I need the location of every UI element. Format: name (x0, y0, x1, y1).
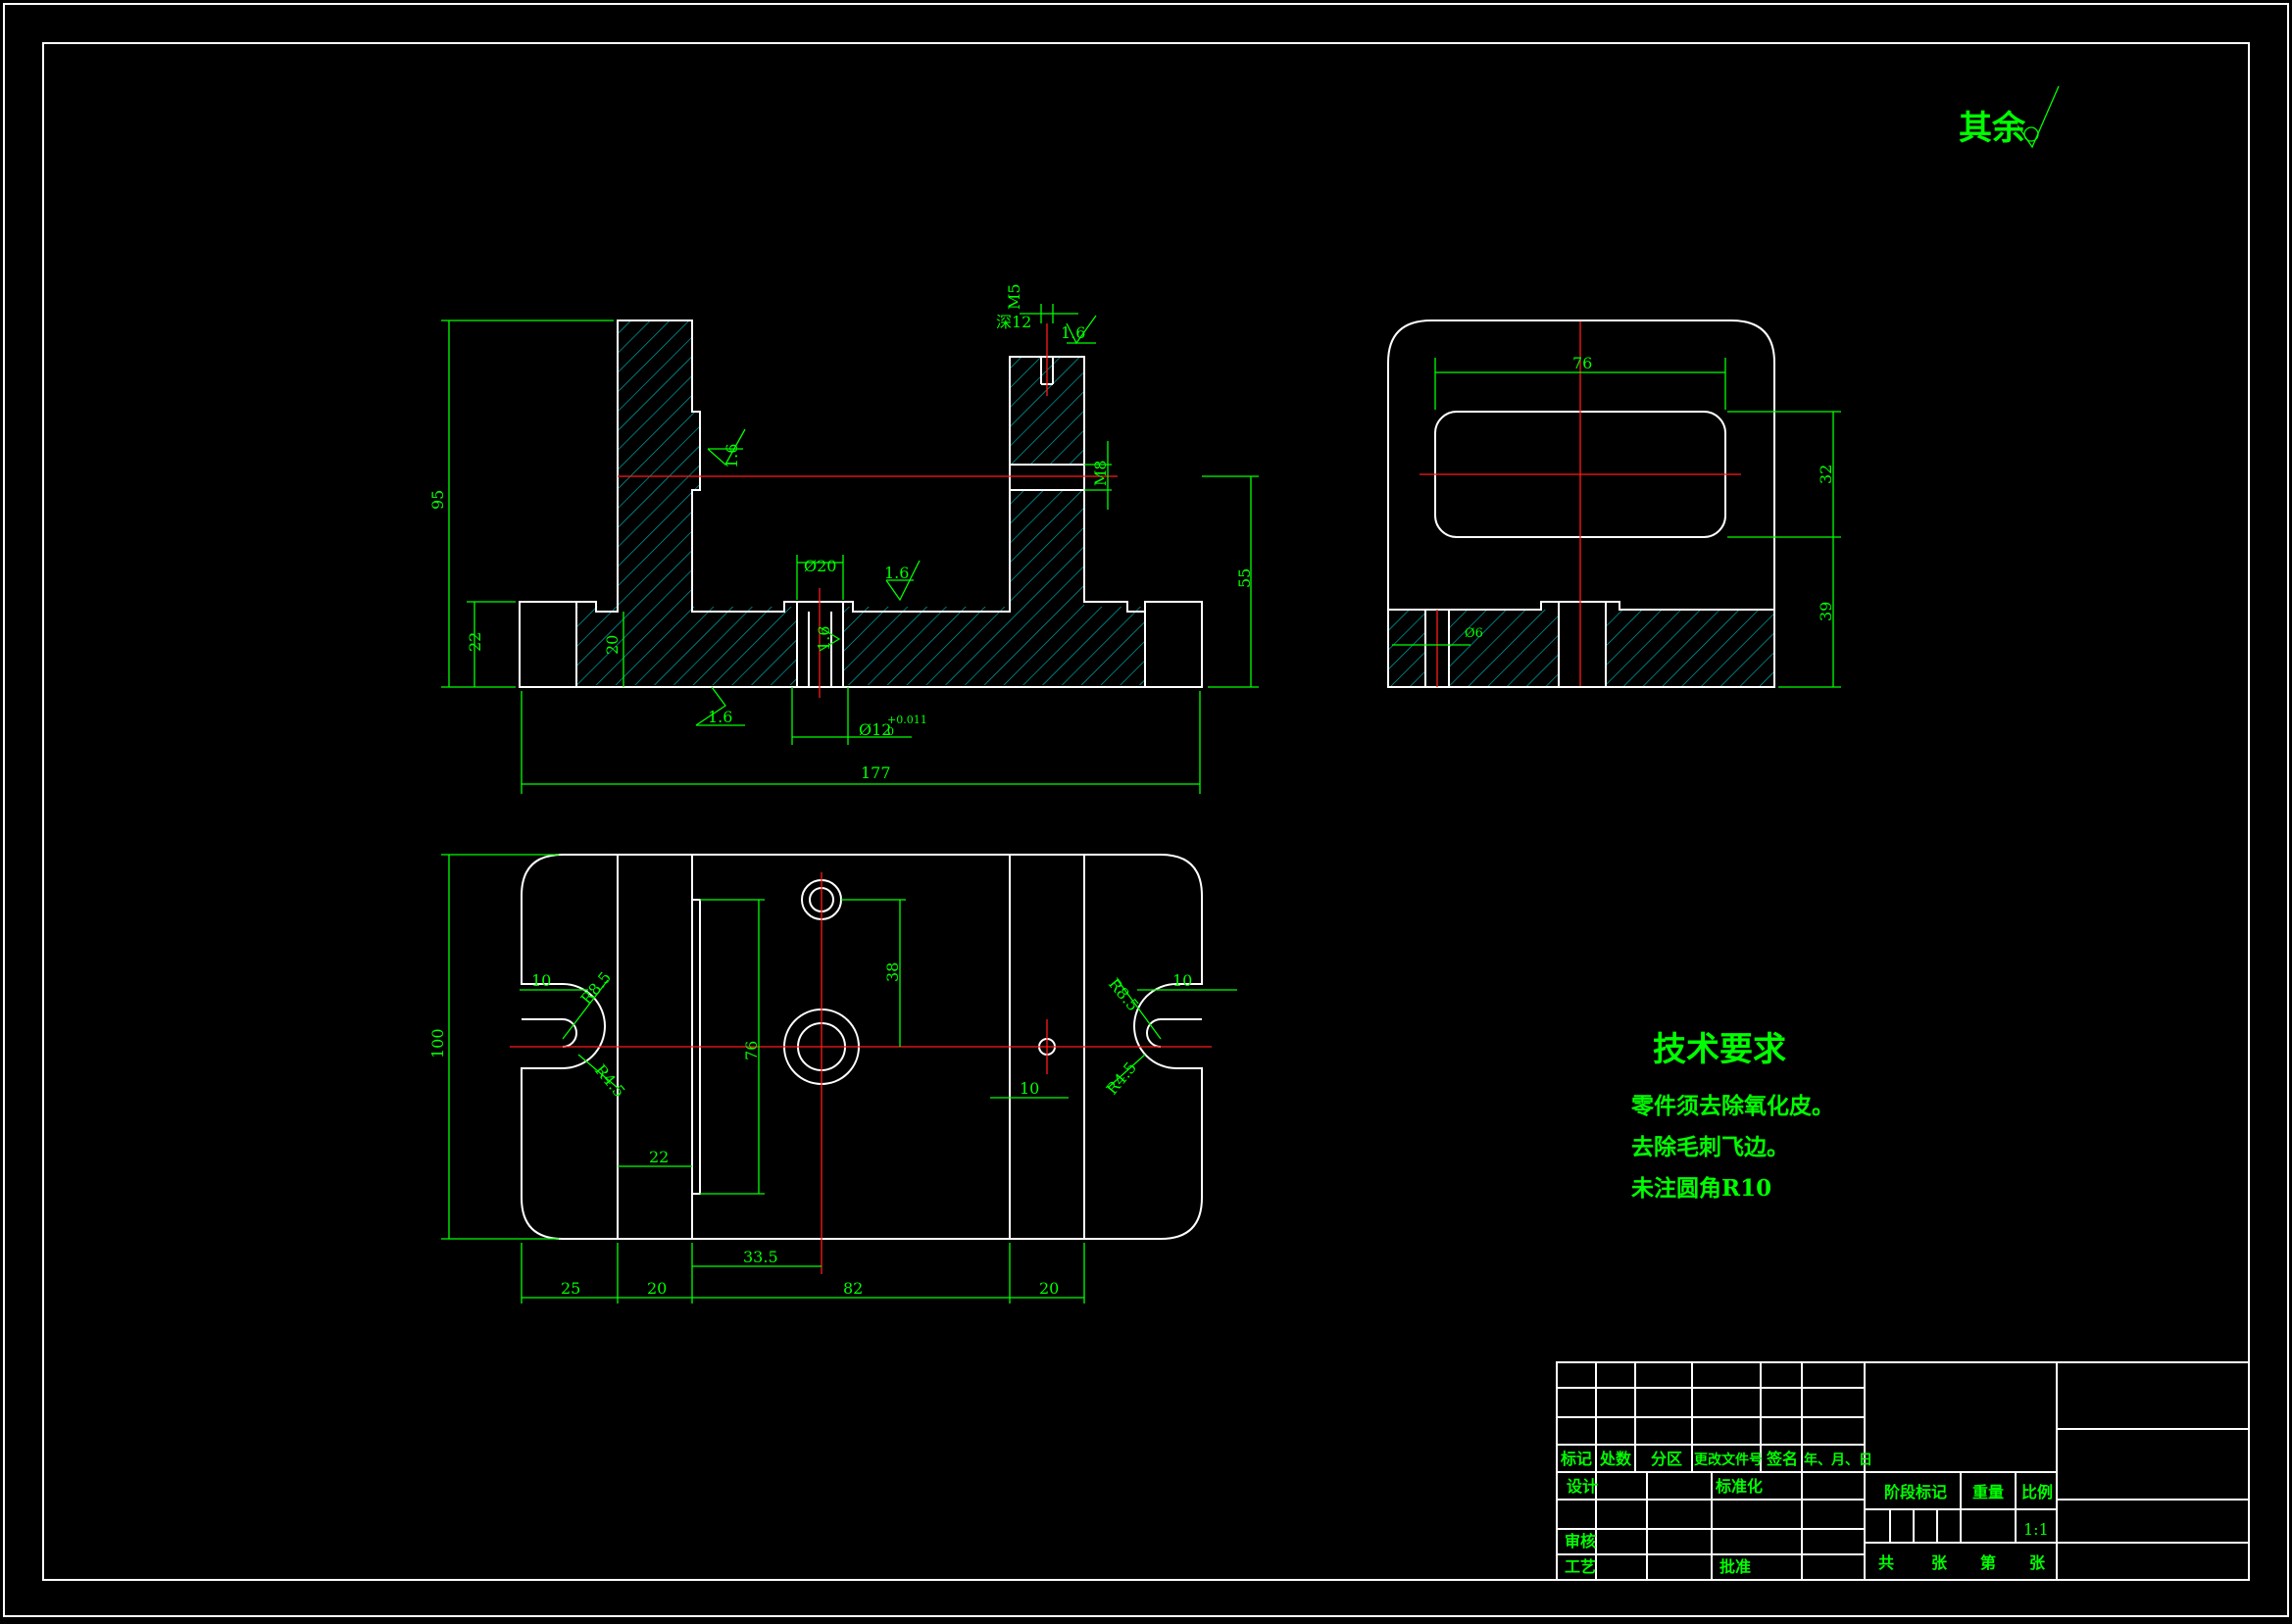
front-dim-bore: Ø20 (804, 557, 836, 575)
tb-sheet-end: 张 (2029, 1553, 2046, 1572)
top-dim-10: 10 (1020, 1079, 1039, 1098)
tb-scale-value: 1:1 (2023, 1520, 2049, 1539)
top-dim-100: 100 (428, 1028, 447, 1058)
front-dim-pin-tol-upper: +0.011 (887, 714, 927, 726)
top-radius-left-top: R8.5 (577, 968, 616, 1009)
front-view: 95 22 20 55 177 Ø20 Ø12 +0.011 0 M5 深12 … (428, 283, 1259, 794)
tb-mark: 标记 (1560, 1450, 1592, 1468)
outer-frame (3, 3, 2289, 1617)
tb-change-doc: 更改文件号 (1694, 1452, 1763, 1468)
tb-stage-mark: 阶段标记 (1884, 1483, 1947, 1501)
front-base-hatch-mid (843, 607, 1145, 685)
front-dim-thread: M5 (1005, 283, 1023, 310)
tb-sheets: 张 (1931, 1553, 1948, 1572)
front-dim-177: 177 (861, 763, 891, 782)
top-radius-left-bottom: R4.5 (591, 1060, 629, 1101)
inner-frame (42, 42, 2250, 1581)
front-roughness-slot: 1.6 (884, 564, 909, 582)
tech-requirement-line-2: 去除毛刺飞边。 (1631, 1134, 1789, 1160)
tb-nth: 第 (1980, 1553, 1996, 1572)
front-dim-55: 55 (1235, 568, 1254, 588)
front-dim-20: 20 (603, 635, 622, 655)
tb-signature: 签名 (1766, 1450, 1798, 1468)
tb-zone: 分区 (1651, 1450, 1682, 1468)
front-dim-95: 95 (428, 490, 447, 510)
top-outline (521, 854, 1203, 1240)
front-dim-pin: Ø12 (859, 720, 891, 739)
top-dim-22: 22 (649, 1148, 669, 1166)
front-roughness-bore: 1.6 (815, 626, 833, 651)
top-dim-slot-left: 10 (531, 971, 551, 990)
top-dim-82: 82 (843, 1279, 863, 1298)
front-dim-pin-tol-lower: 0 (887, 725, 894, 738)
front-left-upright-hatch (618, 320, 700, 607)
tech-requirement-line-1: 零件须去除氧化皮。 (1630, 1093, 1834, 1119)
front-dim-22: 22 (466, 632, 484, 652)
front-roughness-bottom: 1.6 (708, 708, 732, 726)
front-base-hatch (576, 607, 797, 685)
title-block: 标记 处数 分区 更改文件号 签名 年、月、日 设计 标准化 审核 工艺 批准 … (1556, 1361, 2250, 1581)
side-dim-hole: Ø6 (1465, 626, 1483, 641)
tb-approve: 批准 (1719, 1557, 1751, 1576)
top-dim-slot-right: 10 (1172, 971, 1192, 990)
side-outline (1387, 320, 1775, 688)
front-dim-thread-depth: 深12 (996, 313, 1031, 331)
top-dim-20b: 20 (1039, 1279, 1059, 1298)
top-dim-76: 76 (742, 1041, 761, 1060)
top-dim-20a: 20 (647, 1279, 667, 1298)
tb-review: 审核 (1565, 1532, 1596, 1550)
top-dim-38: 38 (883, 962, 902, 982)
surface-roughness-icon (2017, 85, 2060, 149)
tb-total: 共 (1878, 1553, 1894, 1572)
side-dim-39: 39 (1817, 602, 1835, 621)
front-roughness-top: 1.6 (1061, 323, 1085, 342)
tb-weight: 重量 (1972, 1483, 2004, 1501)
tech-requirement-line-3: 未注圆角R10 (1631, 1175, 1771, 1202)
tb-standardize: 标准化 (1715, 1477, 1763, 1496)
tb-process: 工艺 (1565, 1557, 1596, 1576)
tech-requirements: 技术要求 零件须去除氧化皮。 去除毛刺飞边。 未注圆角R10 (1630, 1030, 1834, 1202)
top-dim-33: 33.5 (743, 1248, 778, 1266)
side-dim-32: 32 (1817, 465, 1835, 484)
tb-design: 设计 (1567, 1477, 1598, 1496)
tb-count: 处数 (1599, 1450, 1632, 1468)
surface-note-label: 其余 (1959, 109, 2026, 148)
side-view: 76 32 39 Ø6 (1387, 320, 1841, 688)
front-roughness-wall: 1.6 (722, 444, 741, 468)
front-dim-m8: M8 (1091, 460, 1110, 486)
top-view: 100 10 10 R8.5 R4.5 R8.5 R4.5 76 38 10 2… (428, 854, 1237, 1304)
tb-date: 年、月、日 (1804, 1452, 1872, 1468)
tb-scale-label: 比例 (2021, 1483, 2053, 1501)
tech-requirements-title: 技术要求 (1653, 1030, 1786, 1069)
top-dim-25: 25 (561, 1279, 580, 1298)
side-dim-76: 76 (1572, 354, 1592, 372)
